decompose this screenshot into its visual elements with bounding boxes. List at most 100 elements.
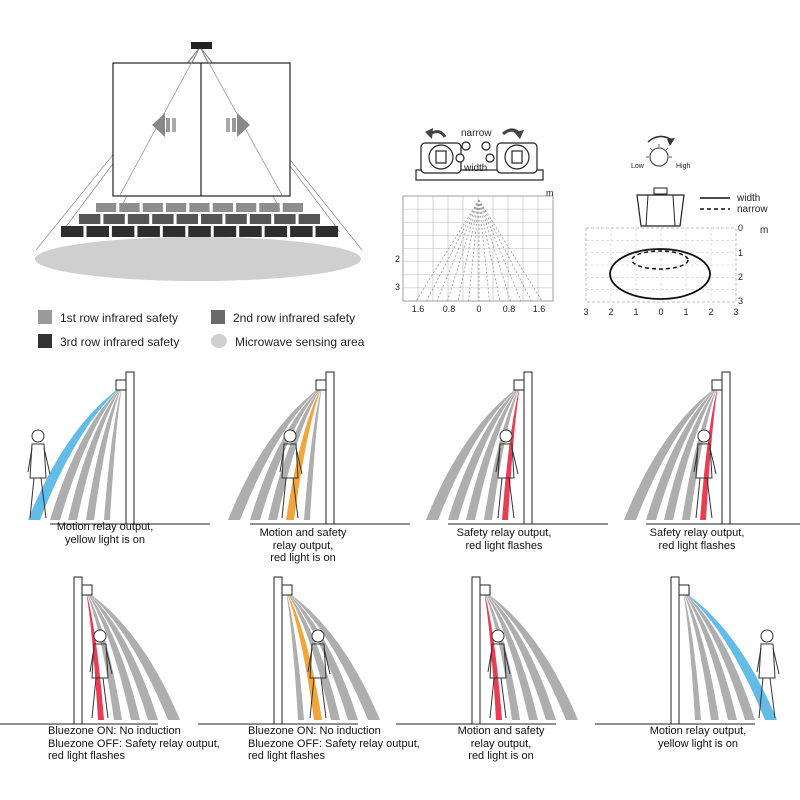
active-beam: [683, 591, 777, 720]
sens-x-tick: 3: [733, 307, 738, 317]
scenario-panel-4: [624, 371, 800, 525]
infrared-spot: [282, 203, 303, 212]
person-legs: [309, 677, 327, 719]
sensitivity-unit-label: m: [760, 225, 768, 236]
legend-swatch-2: [211, 310, 225, 324]
infrared-spot: [86, 226, 109, 237]
sensing-beam: [683, 591, 737, 720]
person-head: [311, 629, 325, 643]
sensor-unit: [479, 584, 491, 596]
sensor-unit: [513, 379, 525, 391]
door-post: [325, 371, 335, 525]
infrared-spot: [152, 214, 174, 224]
infrared-spot: [176, 214, 198, 224]
door-post: [471, 576, 481, 725]
sensing-beam: [484, 591, 556, 720]
scenario-panel-7: [396, 576, 578, 725]
person-torso: [91, 643, 109, 679]
active-beam: [28, 386, 122, 520]
sensor-unit: [315, 379, 327, 391]
door-post: [523, 371, 533, 525]
width-unit-label: m: [546, 188, 554, 198]
infrared-spot: [188, 226, 211, 237]
infrared-spot: [315, 226, 338, 237]
person-torso: [309, 643, 327, 679]
person-arms: [487, 647, 511, 675]
beam-line: [478, 199, 501, 302]
infrared-spot: [119, 203, 140, 212]
width-x-tick: 1.6: [412, 304, 425, 314]
person-icon: [756, 629, 780, 719]
scenario-panel-3: [426, 371, 608, 525]
infrared-spot-grid: [61, 203, 338, 237]
person-torso: [695, 443, 713, 479]
infrared-spot: [212, 203, 233, 212]
person-legs: [91, 677, 109, 719]
person-head: [31, 429, 45, 443]
person-head: [491, 629, 505, 643]
active-beam: [484, 591, 502, 720]
beam-line: [478, 199, 490, 302]
legend-item-4: Microwave sensing area: [211, 334, 364, 349]
person-legs: [758, 677, 776, 719]
door-post: [273, 576, 283, 725]
infrared-spot: [96, 203, 117, 212]
infrared-spot: [111, 226, 135, 237]
active-beam: [86, 591, 104, 720]
sensor-unit: [711, 379, 723, 391]
person-head: [760, 629, 774, 643]
door-post: [670, 576, 680, 725]
sensing-beam: [104, 386, 122, 520]
width-grid: [402, 195, 554, 302]
sens-y-tick: 1: [738, 248, 743, 258]
sensing-beam: [86, 591, 158, 720]
sensor-unit: [678, 584, 690, 596]
sensor-unit: [281, 584, 293, 596]
legend-width-label: width: [736, 193, 760, 204]
infrared-spot: [274, 214, 296, 224]
sensing-beam: [683, 591, 719, 720]
active-beam: [502, 386, 520, 520]
person-icon: [307, 629, 331, 719]
sensing-beam: [228, 386, 322, 520]
person-arms: [279, 447, 303, 475]
infrared-spot: [166, 203, 187, 212]
sens-x-tick: 2: [708, 307, 713, 317]
person-arms: [495, 447, 519, 475]
sensing-beam: [50, 386, 122, 520]
sensing-beam: [268, 386, 322, 520]
sensing-beam: [646, 386, 718, 520]
sensing-beam: [86, 591, 180, 720]
person-legs: [281, 477, 299, 519]
person-arms: [756, 647, 780, 675]
scenario-panel-8: [595, 576, 780, 725]
scenario-caption-4: Safety relay output,red light flashes: [649, 527, 745, 552]
width-y-tick: 2: [395, 254, 400, 264]
beam-line: [447, 199, 480, 302]
width-x-tick: 0.8: [443, 304, 456, 314]
person-legs: [695, 477, 713, 519]
infrared-spot: [290, 226, 313, 237]
person-torso: [489, 643, 507, 679]
person-torso: [758, 643, 776, 679]
door-post: [73, 576, 83, 725]
narrow-label: narrow: [461, 128, 492, 139]
person-head: [697, 429, 711, 443]
infrared-spot: [259, 203, 280, 212]
scenario-panel-1: [27, 371, 210, 525]
sensing-beam: [664, 386, 718, 520]
sens-x-tick: 2: [608, 307, 613, 317]
sensing-beam: [624, 386, 718, 520]
infrared-spot: [239, 226, 262, 237]
person-icon: [279, 429, 303, 519]
sens-y-tick: 3: [738, 296, 743, 306]
scenario-panel-5: [0, 576, 180, 725]
sensing-beam: [86, 591, 122, 720]
infrared-spot: [213, 226, 237, 237]
infrared-spot: [298, 214, 320, 224]
width-x-tick: 0: [476, 304, 481, 314]
active-beam: [700, 386, 718, 520]
width-y-tick: 3: [395, 282, 400, 292]
